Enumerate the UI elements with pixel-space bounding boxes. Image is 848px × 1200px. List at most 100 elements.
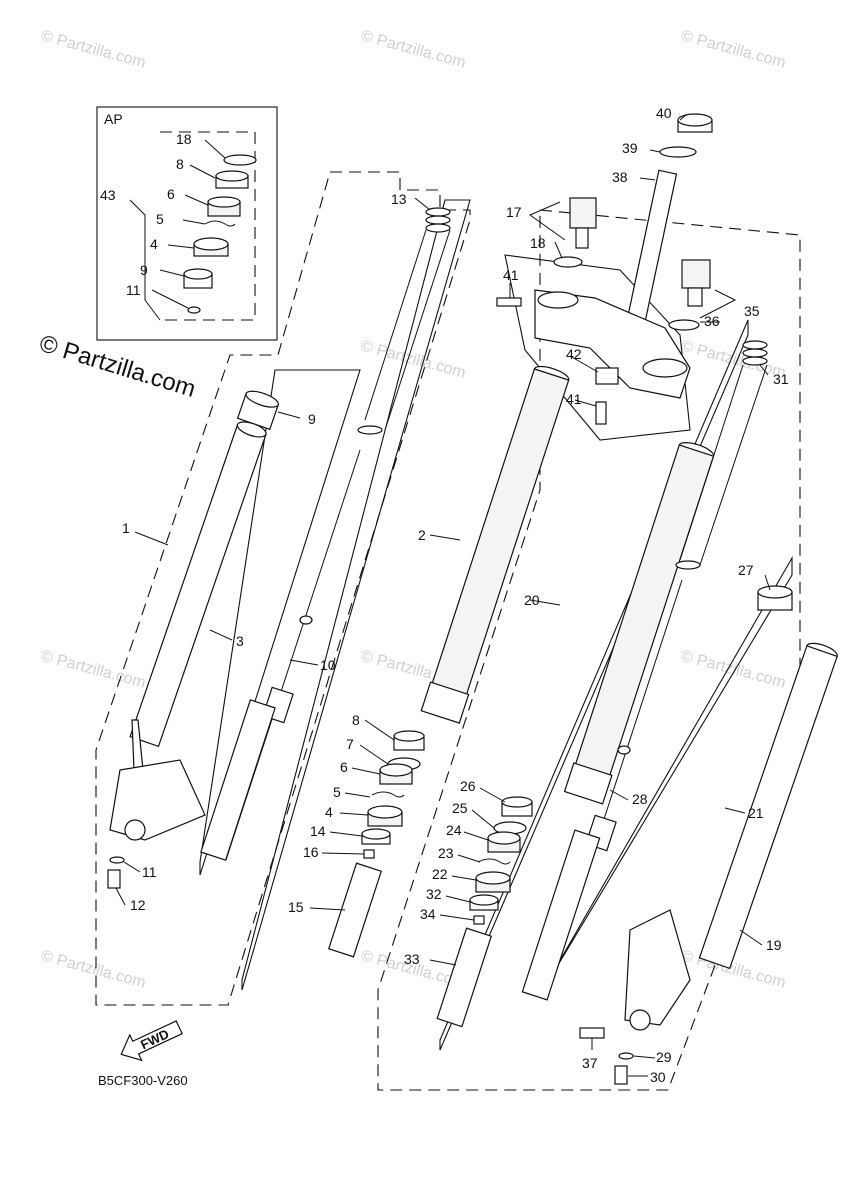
clamp-42 (595, 367, 619, 385)
left-fork-assembly-frame (95, 171, 471, 1006)
callout-26: 26 (460, 778, 476, 794)
callout-2: 2 (418, 527, 426, 543)
callout-4: 4 (150, 236, 158, 252)
callout-33: 33 (404, 951, 420, 967)
bolt-37 (579, 1027, 605, 1039)
watermark-text: © Partzilla.com (39, 27, 148, 71)
bolt-30 (614, 1065, 628, 1085)
callout-5: 5 (156, 211, 164, 227)
bushing-9-inset (183, 268, 213, 289)
washer-29 (618, 1052, 634, 1060)
callout-labels: 40 39 38 17 18 41 42 41 35 36 31 13 18 8… (100, 105, 789, 1085)
clip-5 (371, 791, 405, 798)
bushing-27 (757, 585, 793, 611)
nut-16 (363, 849, 375, 859)
right-outer-tube-21 (624, 585, 838, 1031)
bolt-41a (496, 297, 522, 307)
bushing-32 (469, 894, 499, 911)
fwd-label: FWD (138, 1026, 171, 1052)
callout-13: 13 (391, 191, 407, 207)
callout-43: 43 (100, 187, 116, 203)
callout-8: 8 (352, 712, 360, 728)
clip-5-inset (204, 220, 236, 227)
callout-17: 17 (506, 204, 522, 220)
right-axle-bracket (624, 909, 691, 1026)
callout-41: 41 (566, 391, 582, 407)
clip-23 (477, 858, 511, 865)
adjuster-17 (569, 197, 597, 249)
leader-lines (115, 114, 771, 1077)
cartridge-33 (436, 927, 493, 1028)
ap-group-bracket (160, 131, 256, 321)
callout-29: 29 (656, 1049, 672, 1065)
callout-35: 35 (744, 303, 760, 319)
dust-seal-6-inset (207, 196, 241, 217)
watermark-main-text: © Partzilla.com (36, 330, 199, 403)
callout-39: 39 (622, 140, 638, 156)
callout-23: 23 (438, 845, 454, 861)
callout-10: 10 (320, 657, 336, 673)
left-axle-bracket (109, 759, 206, 841)
callout-42: 42 (566, 346, 582, 362)
callout-38: 38 (612, 169, 628, 185)
callout-9: 9 (308, 411, 316, 427)
left-spring-bracket (241, 199, 471, 991)
oil-seal-4-inset (193, 237, 229, 257)
callout-28: 28 (632, 791, 648, 807)
callout-40: 40 (656, 105, 672, 121)
right-spring-bracket (439, 319, 749, 1051)
nut-34 (473, 915, 485, 925)
right-spring-31 (675, 340, 768, 570)
race-39 (659, 146, 697, 158)
right-fork-assembly-frame (377, 209, 801, 1091)
seal-6 (379, 763, 413, 785)
bearing-40 (677, 113, 713, 133)
right-seal-stack (436, 796, 634, 1085)
ap-inset-title: AP (104, 111, 123, 127)
oring-36 (668, 319, 700, 331)
callout-3: 3 (236, 633, 244, 649)
callout-27: 27 (738, 562, 754, 578)
callout-16: 16 (303, 844, 319, 860)
callout-11: 11 (126, 282, 141, 298)
callout-34: 34 (420, 906, 436, 922)
left-outer-tube-bracket (199, 369, 361, 876)
callout-14: 14 (310, 823, 326, 839)
washer-11-inset (187, 306, 201, 314)
watermark-text: © Partzilla.com (679, 27, 788, 71)
watermark-text: © Partzilla.com (39, 947, 148, 991)
callout-20: 20 (524, 592, 540, 608)
callout-9: 9 (140, 262, 148, 278)
callout-22: 22 (432, 866, 448, 882)
washer-11 (109, 856, 125, 864)
watermark-text: © Partzilla.com (679, 337, 788, 381)
steering-assembly (496, 113, 713, 425)
bolt-41b (595, 401, 607, 425)
callout-6: 6 (167, 186, 175, 202)
callout-41: 41 (503, 267, 519, 283)
callout-11: 11 (142, 864, 157, 880)
cartridge-15 (327, 862, 383, 958)
callout-15: 15 (288, 899, 304, 915)
right-outer-tube-bracket (539, 555, 793, 996)
callout-4: 4 (325, 804, 333, 820)
callout-6: 6 (340, 759, 348, 775)
bushing-14 (361, 828, 391, 845)
watermark-text: © Partzilla.com (39, 647, 148, 691)
watermark-text: © Partzilla.com (679, 647, 788, 691)
callout-25: 25 (452, 800, 468, 816)
callout-5: 5 (333, 784, 341, 800)
ap-inset-frame (96, 106, 278, 341)
callout-18: 18 (530, 235, 546, 251)
callout-30: 30 (650, 1069, 666, 1085)
watermark-text: © Partzilla.com (359, 27, 468, 71)
callout-21: 21 (748, 805, 764, 821)
left-seal-stack (107, 730, 425, 958)
right-inner-tube-20 (563, 441, 715, 805)
left-outer-tube (109, 390, 279, 841)
washer-26 (501, 796, 533, 817)
fwd-arrow-icon: FWD (120, 1020, 183, 1062)
oil-seal-22 (475, 871, 511, 893)
callout-18: 18 (176, 131, 192, 147)
callout-12: 12 (130, 897, 146, 913)
